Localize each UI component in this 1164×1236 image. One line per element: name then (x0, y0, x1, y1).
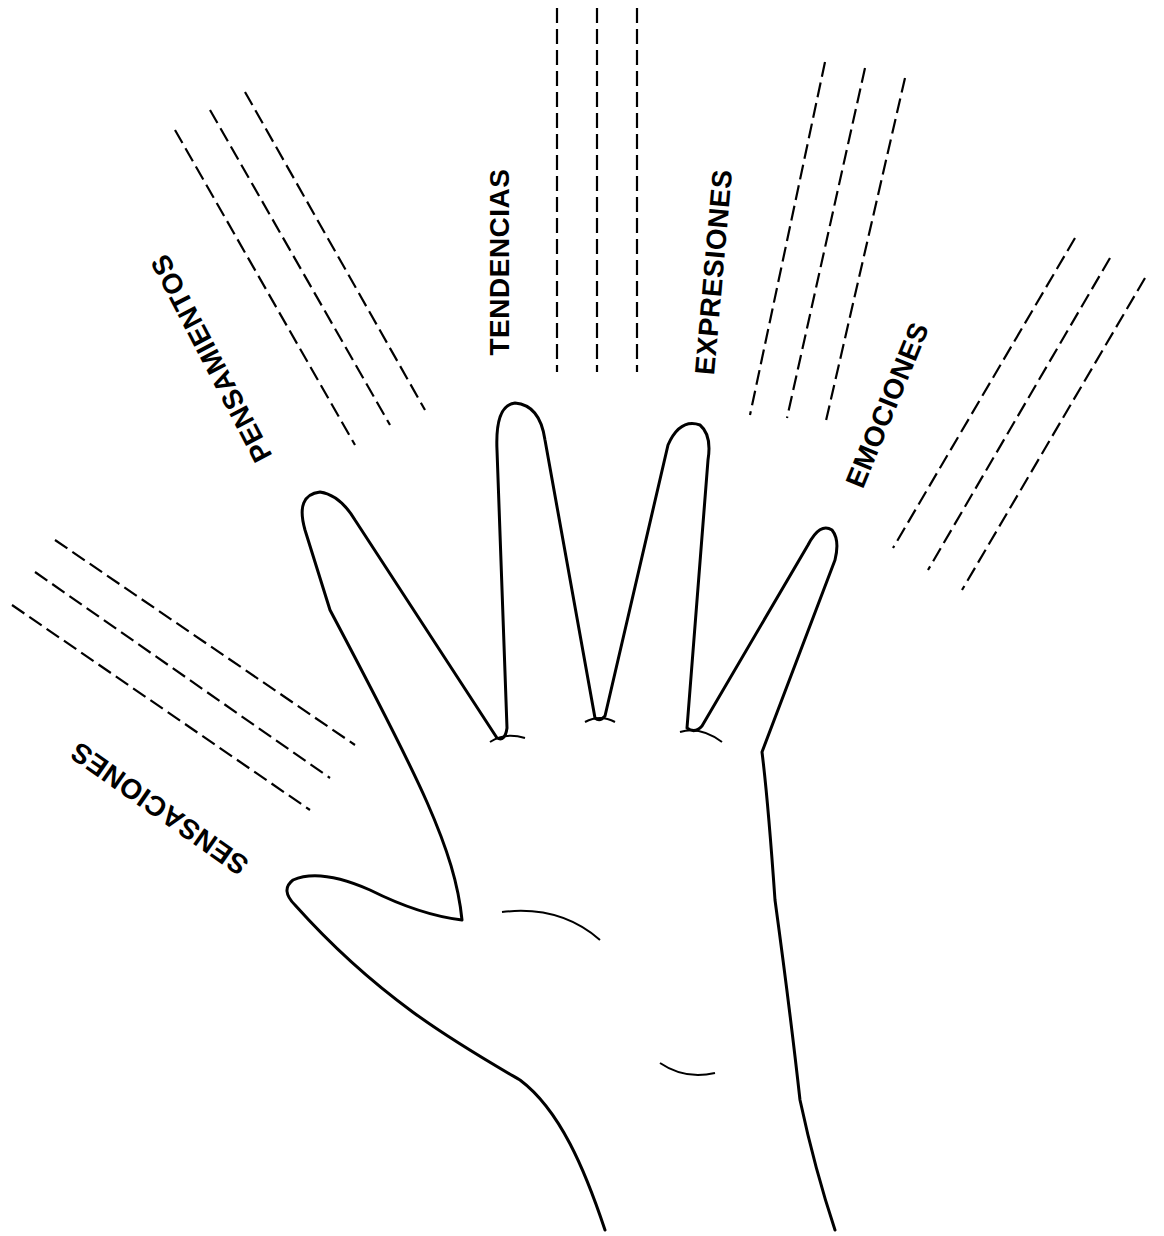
finger-base-arcs (490, 718, 722, 1075)
finger-label: SENSACIONES (66, 736, 254, 879)
crease (680, 730, 722, 742)
dashed-line (787, 68, 865, 418)
dashed-line (750, 62, 825, 415)
finger-label: EXPRESIONES (691, 168, 737, 376)
dashed-line (928, 258, 1110, 570)
dashed-line (12, 605, 310, 810)
dashed-line (55, 540, 355, 745)
finger-label: PENSAMIENTOS (147, 250, 278, 467)
dashed-line (596, 8, 598, 372)
dashed-line (245, 92, 425, 410)
writing-lines (12, 8, 1145, 810)
dashed-line (556, 8, 558, 372)
palm-crease (502, 911, 600, 940)
crease (585, 718, 615, 722)
dashed-line (175, 130, 355, 445)
crease (490, 736, 525, 742)
dashed-line (636, 8, 638, 372)
dashed-line (893, 238, 1075, 548)
dashed-line (962, 278, 1145, 590)
finger-label: EMOCIONES (842, 318, 935, 491)
palm-crease (660, 1063, 715, 1075)
hand-outline (287, 403, 837, 1230)
finger-label: TENDENCIAS (486, 168, 514, 355)
